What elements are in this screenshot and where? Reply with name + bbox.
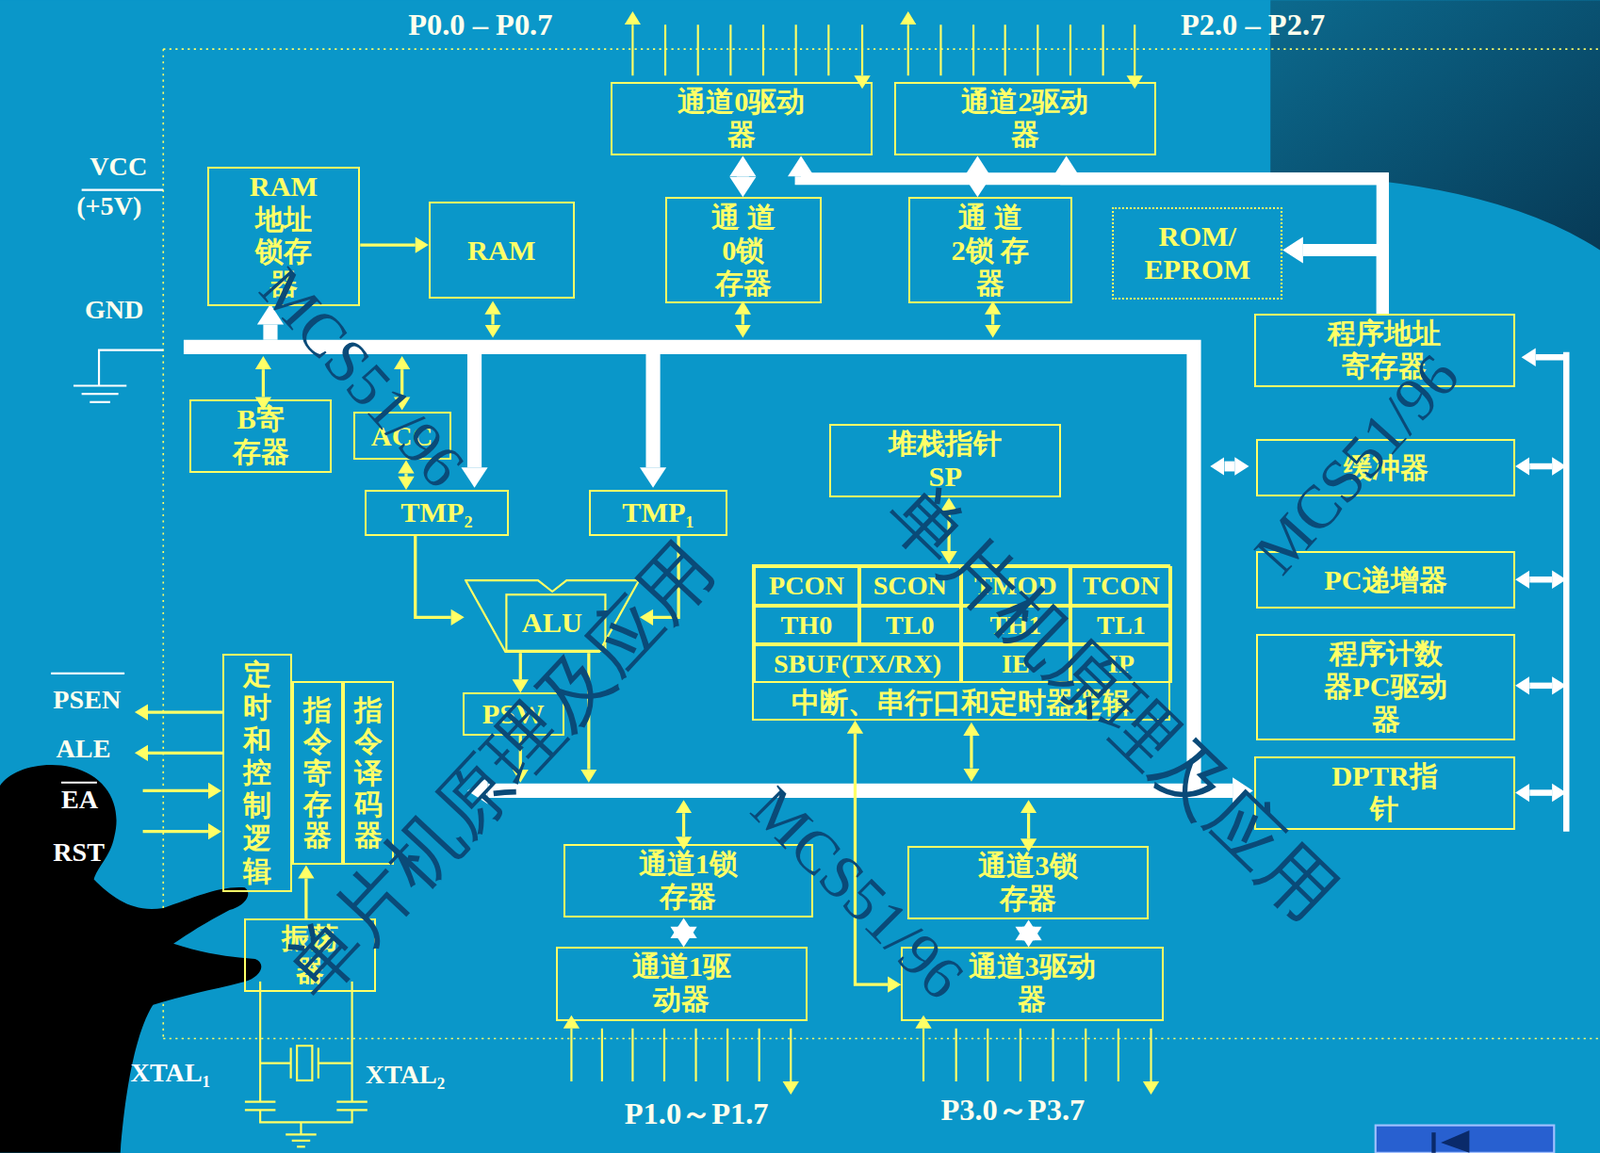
block-label: TMP₂: [400, 496, 473, 530]
block-box: ROM/ EPROM: [1111, 207, 1283, 301]
watermark: 单片机原理及应用: [269, 527, 730, 1013]
block-label: 通道2驱动器: [960, 85, 1090, 152]
block-box: TCON: [1070, 566, 1173, 606]
block-label: TL0: [885, 609, 935, 640]
block-label: 通 道 2锁 存器: [949, 201, 1030, 301]
block-label: 程序计数器PC驱动器: [1322, 637, 1451, 737]
arrow-head: [415, 236, 429, 253]
bus-connector: [729, 156, 756, 198]
signal-label: RST: [52, 838, 105, 868]
block-box: RAM: [428, 201, 575, 299]
block-label: RAM: [467, 233, 536, 267]
bus-connector: [1053, 156, 1384, 314]
block-label: DPTR指针: [1320, 760, 1450, 827]
block-box: 程序计数器PC驱动器: [1256, 634, 1516, 741]
block-label: SBUF(TX/RX): [773, 649, 942, 680]
block-label: 通道0驱动器: [676, 85, 806, 152]
block-box: TMP₁: [588, 489, 728, 537]
block-box: 通道3锁存器: [907, 846, 1150, 920]
signal-label: XTAL₁: [130, 1059, 212, 1089]
block-label: 通道3锁存器: [968, 849, 1088, 916]
arrow-head: [1014, 920, 1042, 942]
block-label: TL1: [1096, 609, 1146, 640]
arrow-head: [847, 720, 864, 735]
bus-connector: [415, 536, 465, 626]
bus-connector: [669, 917, 697, 947]
block-box: TL0: [859, 605, 962, 645]
arrow-head: [297, 865, 314, 879]
block-label: ROM/ EPROM: [1143, 220, 1251, 287]
block-label: TCON: [1082, 571, 1160, 602]
block-box: 通道2驱动器: [894, 81, 1157, 156]
block-box: 定时和控制逻辑: [222, 653, 293, 893]
arrow-head: [451, 609, 465, 626]
signal-label: EA: [61, 785, 98, 816]
watermark: MCS51/96: [738, 773, 977, 1012]
block-label: 指令译码器: [354, 694, 383, 852]
block-label: 通道3驱动器: [967, 951, 1097, 1018]
block-box: B寄存器: [189, 399, 332, 474]
block-label: 定时和控制逻辑: [240, 658, 274, 889]
signal-label: P1.0～P1.7: [624, 1097, 769, 1132]
block-label: TMP₁: [621, 496, 694, 530]
arrow-head: [729, 177, 756, 198]
bus-connector: [1014, 920, 1042, 948]
signal-label: PSEN: [52, 685, 121, 716]
connector-line: [519, 653, 523, 680]
bus-connector: [297, 865, 314, 919]
connector-line: [800, 176, 1383, 314]
connector-line: [359, 243, 415, 246]
connector-line: [304, 879, 308, 920]
arrow-head: [1053, 156, 1080, 178]
block-box: 通道1驱动器: [555, 946, 807, 1021]
block-label: B寄存器: [226, 403, 295, 470]
signal-label: GND: [84, 295, 145, 326]
block-box: PCON: [753, 566, 860, 606]
signal-label: XTAL₂: [365, 1061, 446, 1091]
block-label: TH0: [780, 609, 833, 640]
bus-connector: [1282, 236, 1383, 314]
block-box: 通道0驱动器: [610, 81, 873, 156]
block-label: PC递增器: [1323, 563, 1447, 597]
connector-line: [1066, 176, 1384, 314]
signal-label: ALE: [56, 734, 112, 765]
bus-connector: [359, 236, 429, 253]
connector-line: [415, 536, 452, 619]
signal-label: (+5V): [76, 192, 142, 222]
signal-label: P0.0 – P0.7: [408, 8, 553, 43]
arrow-head: [729, 156, 756, 178]
signal-label: P3.0～P3.7: [940, 1093, 1085, 1128]
signal-label: VCC: [89, 152, 147, 182]
connector-line: [1303, 249, 1383, 313]
block-label: 指令寄存器: [303, 694, 332, 852]
signal-label: P2.0 – P2.7: [1180, 8, 1325, 43]
arrow-head: [787, 156, 815, 178]
arrow-head: [669, 917, 697, 939]
bus-connector: [787, 156, 1383, 314]
block-box: TMP₂: [364, 489, 510, 537]
block-label: 通道1驱动器: [620, 951, 744, 1018]
block-label: PCON: [768, 571, 845, 602]
block-box: 通 道 2锁 存器: [908, 196, 1073, 304]
block-label: 堆栈指针SP: [888, 427, 1003, 494]
block-box: 程序地址寄存器: [1254, 313, 1516, 388]
block-box: 指令寄存器: [292, 681, 343, 866]
arrow-head: [1282, 236, 1304, 263]
block-label: 通道1锁存器: [626, 848, 751, 915]
block-box: 通 道 0锁 存器: [665, 196, 822, 304]
block-box: SBUF(TX/RX): [753, 644, 962, 684]
block-box: TH0: [753, 605, 860, 645]
block-label: 通 道 0锁 存器: [704, 201, 782, 301]
block-box: DPTR指针: [1254, 756, 1516, 831]
